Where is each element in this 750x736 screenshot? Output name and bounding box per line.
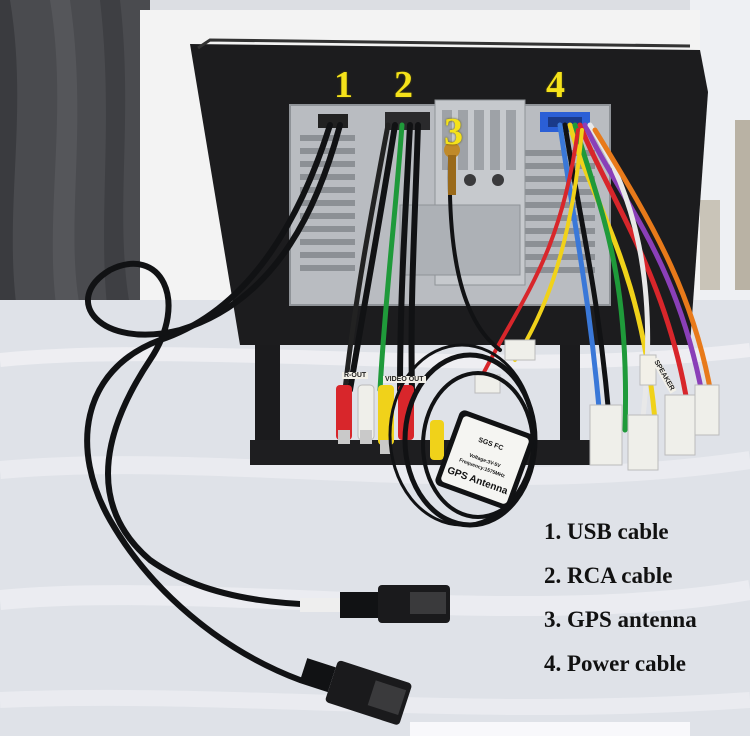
rca-plugs [336,384,444,460]
rca-bundle [342,122,421,393]
callout-1: 1 [334,64,353,106]
gps-antenna: SGS FC Voltage:3V-5V Frequency:1575MHz G… [435,410,535,510]
bezel-stand-right [560,345,580,465]
power-harness [478,122,718,443]
rca-right-label: VIDEO OUT [383,376,426,383]
legend-item-rca: 2. RCA cable [544,563,673,588]
usb-connector-1 [300,585,450,623]
callout-4: 4 [546,64,565,106]
callout-3: 3 [444,111,463,153]
rca-left-label: R-OUT [342,372,369,379]
usb-cables [84,122,383,683]
usb-port [318,114,348,128]
legend-item-usb: 1. USB cable [544,519,669,544]
legend-item-power: 4. Power cable [544,651,687,676]
gps-connector [444,142,460,158]
cable-legend: 1. USB cable 2. RCA cable 3. GPS antenna… [544,510,744,686]
usb-connector-2 [299,658,412,725]
legend-item-gps: 3. GPS antenna [544,607,697,632]
callout-2: 2 [394,64,413,106]
gps-cable [388,158,538,528]
